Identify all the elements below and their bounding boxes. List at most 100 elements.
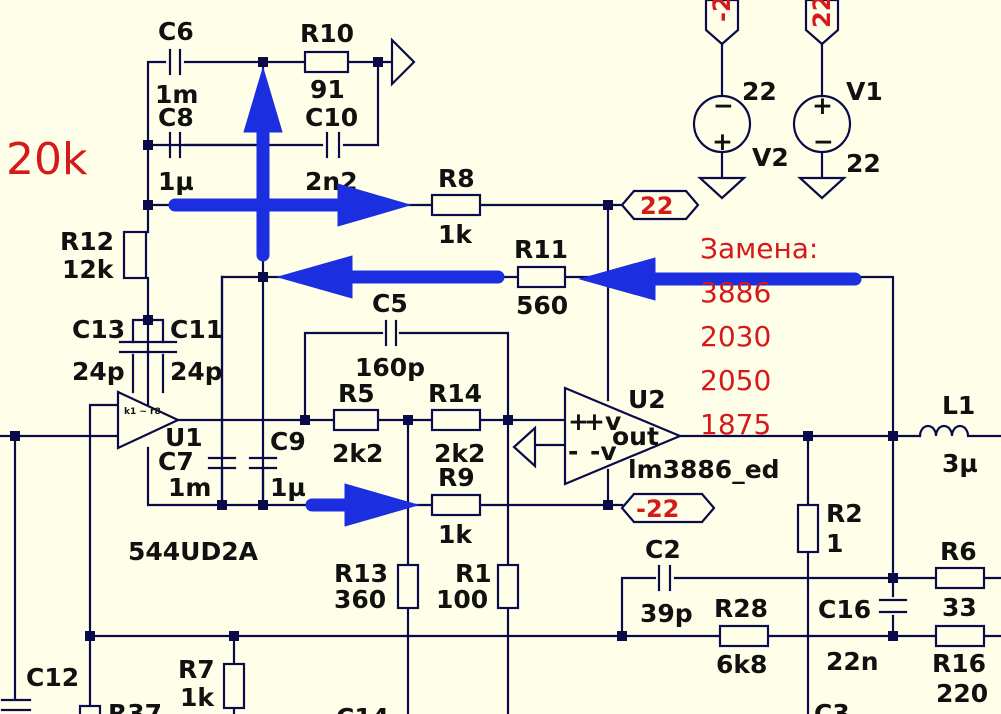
c7-value: 1m xyxy=(168,473,211,502)
resistor-r1[interactable]: R1 100 xyxy=(436,559,520,614)
r13-ref: R13 xyxy=(334,559,388,588)
r2-value: 1 xyxy=(826,529,843,558)
l1-ref: L1 xyxy=(942,391,975,420)
power-amp-u2[interactable]: + +v - -v out U2 lm3886_ed xyxy=(563,385,780,486)
u1-pin-labels: k1 ~ r8 xyxy=(124,407,161,417)
v2-ground-icon xyxy=(697,176,747,200)
net-label-top-v1-text: 22 xyxy=(808,0,836,28)
r11-ref: R11 xyxy=(514,235,568,264)
voltage-source-v2[interactable]: − + 22 V2 xyxy=(692,77,789,200)
net-label-neg-rail[interactable]: -22 xyxy=(620,492,716,524)
junctions xyxy=(10,57,898,641)
resistor-r37[interactable]: R37 xyxy=(78,699,162,714)
resistor-r6[interactable]: R6 33 xyxy=(934,537,986,622)
r7-value: 1k xyxy=(180,683,215,712)
r6-ref: R6 xyxy=(940,537,977,566)
capacitor-c14[interactable]: C14 xyxy=(336,703,389,714)
r28-ref: R28 xyxy=(714,594,768,623)
voltage-source-v1[interactable]: + − V1 22 xyxy=(792,77,883,200)
c6-value: 1m xyxy=(155,80,198,109)
resistor-r14[interactable]: R14 2k2 xyxy=(428,379,485,468)
c12-ref: C12 xyxy=(26,663,79,692)
r1-ref: R1 xyxy=(455,559,492,588)
capacitor-c12[interactable]: C12 xyxy=(26,663,79,692)
r12-ref: R12 xyxy=(60,227,114,256)
v2-plus-sign: + xyxy=(712,127,733,156)
r28-value: 6k8 xyxy=(716,650,767,679)
arrow-right-r8 xyxy=(168,183,412,227)
r6-value: 33 xyxy=(942,593,977,622)
r5-ref: R5 xyxy=(338,379,375,408)
net-label-top-v2[interactable]: -2 xyxy=(704,0,740,46)
v1-minus-sign: − xyxy=(813,127,834,156)
c3-ref: C3 xyxy=(814,699,850,714)
c13-value: 24p xyxy=(72,357,125,386)
inductor-l1[interactable]: L1 3µ xyxy=(918,391,978,478)
c9-value: 1µ xyxy=(270,473,306,502)
c5-ref: C5 xyxy=(372,289,408,318)
arrow-left-r11-left xyxy=(276,255,505,299)
net-label-top-v1[interactable]: 22 xyxy=(804,0,840,46)
r9-value: 1k xyxy=(438,520,473,549)
resistor-r5[interactable]: R5 2k2 xyxy=(332,379,383,468)
resistor-r10[interactable]: R10 91 xyxy=(300,19,354,104)
capacitor-c9[interactable]: C9 1µ xyxy=(248,427,306,502)
replacement-item-4: 1875 xyxy=(700,408,771,441)
signal-arrows xyxy=(168,66,862,527)
u1-value: 544UD2A xyxy=(128,537,259,566)
resistor-r11[interactable]: R11 560 xyxy=(514,235,568,320)
c16-value: 22n xyxy=(826,647,879,676)
capacitor-c16[interactable]: C16 22n xyxy=(818,595,908,676)
net-label-neg-rail-text: -22 xyxy=(636,495,679,523)
c11-ref: C11 xyxy=(170,315,223,344)
resistor-r28[interactable]: R28 6k8 xyxy=(714,594,770,679)
ground-symbol-u2 xyxy=(512,425,537,469)
u1-ref: U1 xyxy=(165,423,203,452)
r2-ref: R2 xyxy=(826,499,863,528)
opamp-u1[interactable]: k1 ~ r8 U1 544UD2A xyxy=(116,390,259,566)
c13-ref: C13 xyxy=(72,315,125,344)
capacitor-c6[interactable]: C6 1m xyxy=(155,17,198,109)
resistor-r12[interactable]: R12 12k xyxy=(60,227,148,284)
v2-ref: V2 xyxy=(752,143,789,172)
r37-ref: R37 xyxy=(108,699,162,714)
u2-ref: U2 xyxy=(628,385,666,414)
v1-value: 22 xyxy=(846,149,881,178)
resistor-r16[interactable]: R16 220 xyxy=(932,624,988,708)
r16-ref: R16 xyxy=(932,649,986,678)
resistor-r8[interactable]: R8 1k xyxy=(430,164,482,249)
u2-pin-vminus: -v xyxy=(590,437,617,466)
v1-ref: V1 xyxy=(846,77,883,106)
u2-value: lm3886_ed xyxy=(628,455,780,484)
capacitor-c10[interactable]: C10 2n2 xyxy=(305,103,358,196)
replacement-item-1: 3886 xyxy=(700,276,771,309)
r10-value: 91 xyxy=(310,75,345,104)
capacitor-c2[interactable]: C2 39p xyxy=(640,535,693,628)
capacitor-c3[interactable]: C3 xyxy=(814,699,850,714)
resistor-r2[interactable]: R2 1 xyxy=(796,499,863,558)
resistor-r7[interactable]: R7 1k xyxy=(178,655,246,712)
capacitor-c13[interactable]: C13 24p xyxy=(72,315,148,386)
capacitor-c5[interactable]: C5 160p xyxy=(355,289,425,382)
capacitor-c7[interactable]: C7 1m xyxy=(158,275,237,502)
resistor-r9[interactable]: R9 1k xyxy=(430,463,482,549)
net-label-top-v2-text: -2 xyxy=(708,0,736,22)
v2-minus-sign: − xyxy=(713,91,734,120)
resistor-r13[interactable]: R13 360 xyxy=(334,559,420,614)
capacitor-c11[interactable]: C11 24p xyxy=(148,315,223,386)
r12-value: 12k xyxy=(62,255,115,284)
c8-ref: C8 xyxy=(158,103,194,132)
replacement-item-3: 2050 xyxy=(700,364,771,397)
r16-value: 220 xyxy=(936,679,988,708)
v1-ground-icon xyxy=(797,176,847,200)
u2-pin-minus: - xyxy=(568,437,578,466)
capacitor-c8[interactable]: C8 1µ xyxy=(158,103,194,196)
v2-value: 22 xyxy=(742,77,777,106)
ground-symbol-r10 xyxy=(390,37,416,87)
r10-ref: R10 xyxy=(300,19,354,48)
replacement-item-2: 2030 xyxy=(700,320,771,353)
net-label-pos-rail[interactable]: 22 xyxy=(620,189,700,221)
r13-value: 360 xyxy=(334,585,386,614)
u2-pin-plus: + xyxy=(568,407,589,436)
